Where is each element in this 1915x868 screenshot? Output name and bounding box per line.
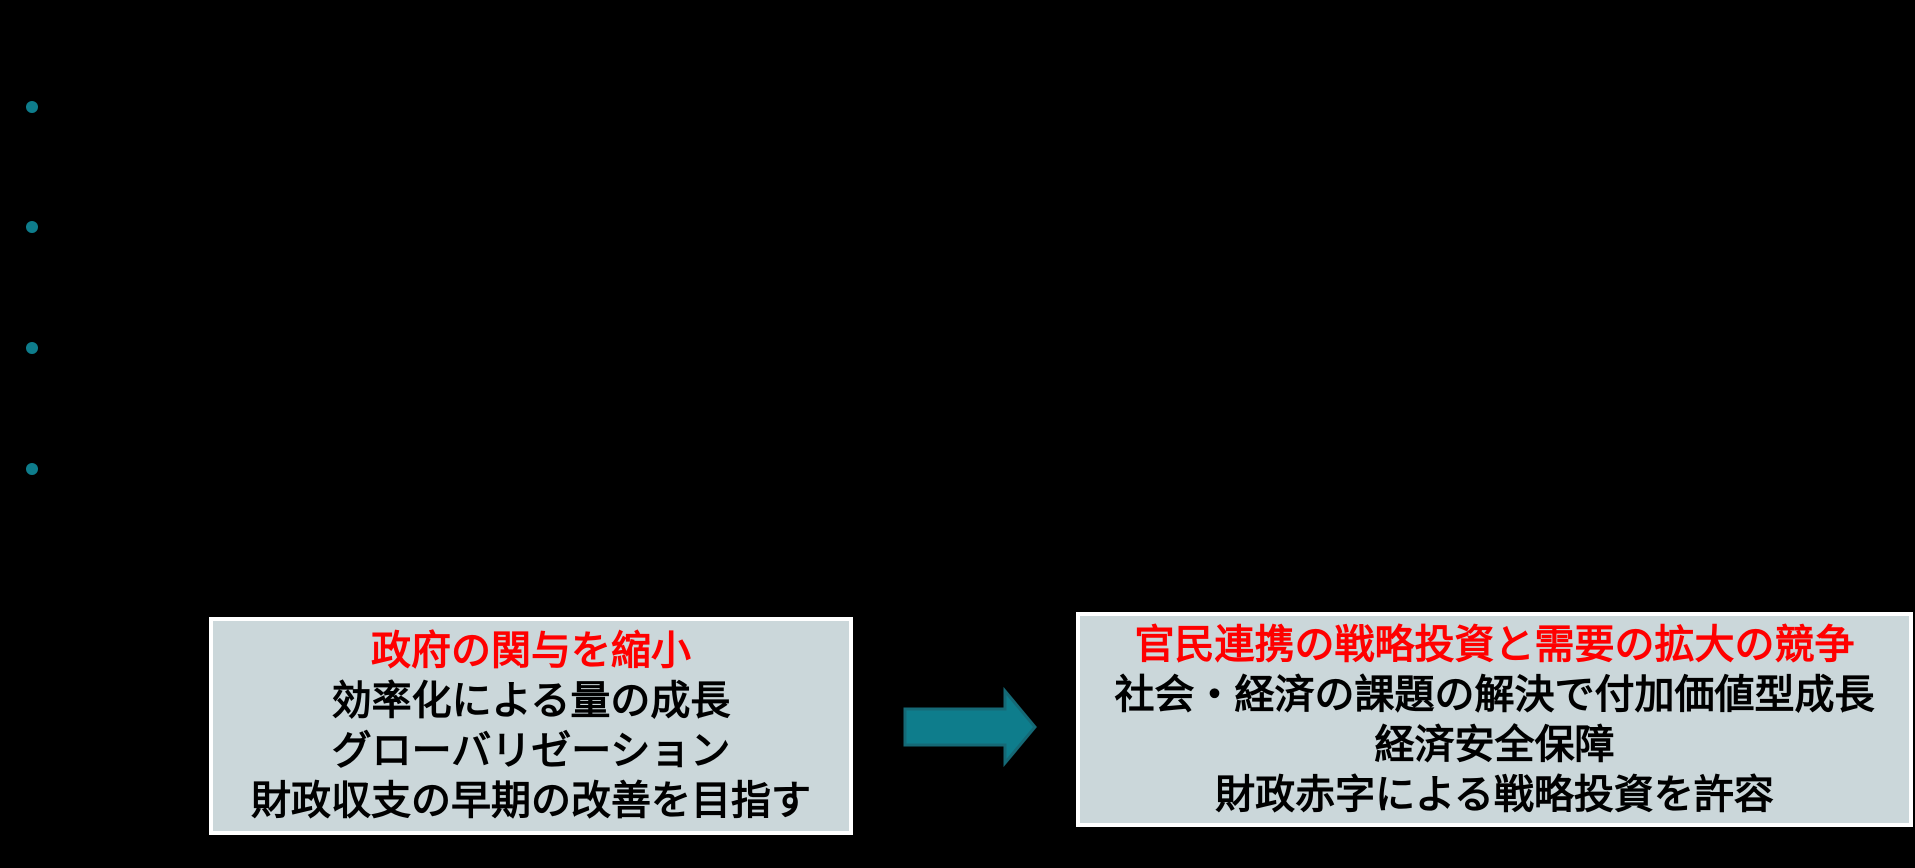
left-callout-box: 政府の関与を縮小 効率化による量の成長 グローバリゼーション 財政収支の早期の改…	[209, 617, 853, 835]
bullet-dot-icon	[26, 101, 38, 113]
right-box-line: 経済安全保障	[1374, 721, 1615, 768]
right-box-line: 社会・経済の課題の解決で付加価値型成長	[1114, 671, 1875, 718]
left-box-line: 財政収支の早期の改善を目指す	[251, 778, 811, 824]
left-box-line: グローバリゼーション	[331, 728, 731, 774]
right-box-title: 官民連携の戦略投資と需要の拡大の競争	[1134, 621, 1855, 668]
right-box-line: 財政赤字による戦略投資を許容	[1215, 771, 1774, 818]
left-box-title: 政府の関与を縮小	[371, 628, 691, 674]
right-callout-box: 官民連携の戦略投資と需要の拡大の競争 社会・経済の課題の解決で付加価値型成長 経…	[1076, 612, 1913, 827]
right-arrow-icon	[903, 686, 1037, 768]
bullet-dot-icon	[26, 221, 38, 233]
bullet-dot-icon	[26, 463, 38, 475]
left-box-line: 効率化による量の成長	[331, 678, 731, 724]
bullet-dot-icon	[26, 342, 38, 354]
